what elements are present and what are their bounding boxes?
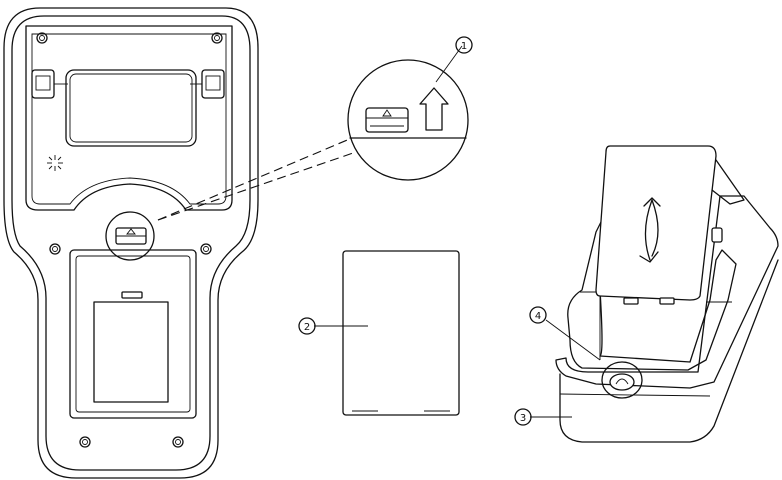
zoom-leader-lines xyxy=(158,138,356,220)
callout-3: 3 xyxy=(515,409,531,425)
battery-cover-label xyxy=(94,302,168,402)
svg-text:2: 2 xyxy=(304,322,310,333)
svg-text:4: 4 xyxy=(535,311,541,322)
latch-zoom-detail xyxy=(348,46,468,180)
svg-text:1: 1 xyxy=(461,41,467,52)
removed-battery-cover xyxy=(314,251,459,415)
svg-text:3: 3 xyxy=(520,413,526,424)
stand-recess xyxy=(26,26,232,210)
callout-2: 2 xyxy=(299,318,315,334)
stand-recess-inner xyxy=(32,34,226,204)
label-plate xyxy=(66,70,196,146)
battery-cover xyxy=(70,250,196,418)
callout-4: 4 xyxy=(530,307,546,323)
device-back-view xyxy=(4,8,258,478)
zoom-latch xyxy=(366,108,408,132)
top-left-screw-icon xyxy=(37,33,47,43)
side-latch xyxy=(610,374,634,390)
battery-cover-tab xyxy=(122,292,142,298)
device-side-view xyxy=(530,146,778,442)
right-hinge xyxy=(202,70,224,98)
slide-up-arrow-icon xyxy=(420,88,448,130)
top-right-screw-icon xyxy=(212,33,222,43)
battery-pack xyxy=(596,146,716,300)
mid-left-screw-icon xyxy=(50,244,60,254)
callout-1: 1 xyxy=(456,37,472,53)
bottom-left-screw-icon xyxy=(80,437,90,447)
mid-right-screw-icon xyxy=(201,244,211,254)
bottom-right-screw-icon xyxy=(173,437,183,447)
sun-icon xyxy=(47,155,63,171)
battery-latch xyxy=(116,228,146,244)
left-hinge xyxy=(32,70,54,98)
